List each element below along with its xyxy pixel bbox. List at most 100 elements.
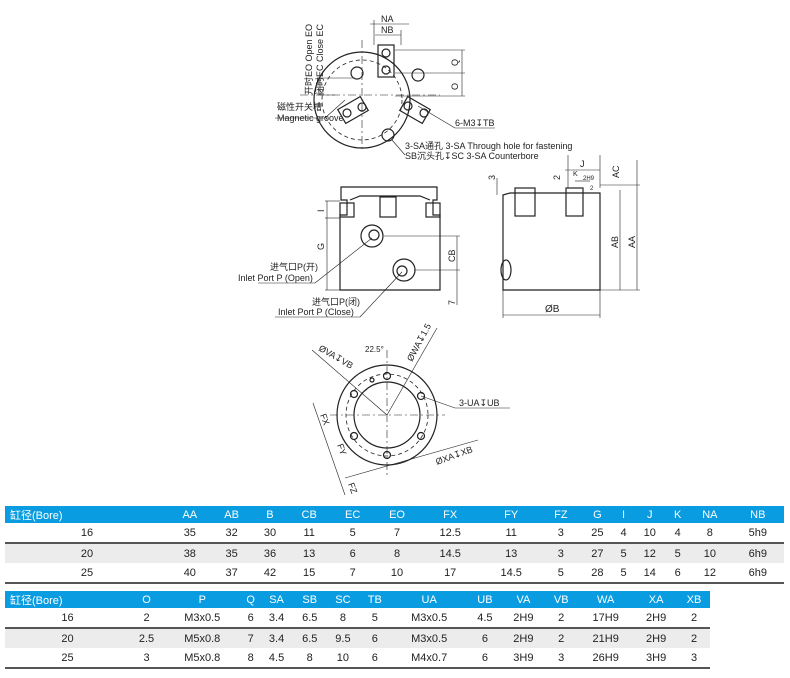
table-cell: 26H9 [577,648,635,669]
table-cell: 13 [480,543,542,563]
column-header: SB [293,591,327,608]
side-view: J K 2H9 2 2 3 AC AB AA ØB [487,155,640,318]
table-cell: 6h9 [731,543,784,563]
column-header: SA [259,591,294,608]
column-header: XA [634,591,679,608]
label-aa: AA [627,236,637,248]
table-cell: 10 [326,648,360,669]
table-cell: 35 [168,523,211,544]
table-cell: 2H9 [501,628,546,648]
column-header: FZ [541,506,580,523]
table-cell: 37 [210,563,253,584]
label-na: NA [381,14,394,24]
table-cell: 6.5 [293,628,327,648]
label-ua-ub: 3-UA↧UB [459,398,500,408]
table-cell: 5 [614,563,633,584]
table-cell: 3H9 [501,648,546,669]
table-cell: 42 [252,563,288,584]
table-cell: 4 [667,523,689,544]
label-2-top: 2 [552,175,562,180]
table-cell: 6 [667,563,689,584]
label-magnetic-en: Magnetic groove [277,113,344,123]
table-cell: 17H9 [577,608,635,629]
table-cell: 6 [468,628,502,648]
column-header: NA [688,506,732,523]
table-cell: 13 [287,543,331,563]
column-header: 缸径(Bore) [5,506,169,523]
table-cell: 2H9 [634,608,679,629]
column-header: EC [330,506,375,523]
table-cell: 10 [688,543,732,563]
table-cell: 6 [468,648,502,669]
label-angle: 22.5° [365,345,384,354]
column-header: UA [390,591,469,608]
label-close-ec: 闭时EC Close EC [314,23,325,95]
table-cell: 3 [541,543,580,563]
label-ab: AB [610,236,620,248]
column-header: P [163,591,242,608]
column-header: Q [241,591,260,608]
column-header: EO [374,506,420,523]
column-header: UB [468,591,502,608]
column-header: 缸径(Bore) [5,591,130,608]
table-cell: 5 [330,523,375,544]
table-cell: 11 [480,523,542,544]
label-fx: FX [318,412,331,426]
label-j: J [580,159,585,169]
label-magnetic-cn: 磁性开关槽 [277,101,322,112]
table-cell: 35 [210,543,253,563]
table-cell: 5 [541,563,580,584]
label-2h9: 2H9 [583,176,595,182]
column-header: AB [210,506,253,523]
column-header: WA [577,591,635,608]
table-cell: 16 [5,523,169,544]
table-cell: 8 [326,608,360,629]
table-cell: 3.4 [259,628,294,648]
front-view: I G CB 7 进气口P(开) Inlet Port P (Open) 进气口… [238,186,460,318]
label-g: G [316,243,326,250]
table-cell: 40 [168,563,211,584]
table-cell: M3x0.5 [163,608,242,629]
table-cell: 14.5 [419,543,481,563]
column-header: I [614,506,633,523]
table-cell: 25 [5,563,169,584]
table-cell: 3 [545,648,578,669]
column-header: O [129,591,164,608]
label-inlet-close-cn: 进气口P(闭) [312,296,360,307]
table-cell: 9.5 [326,628,360,648]
table-cell: 6h9 [731,563,784,584]
table-cell: M3x0.5 [390,608,469,629]
table-cell: 6 [241,608,260,629]
table-cell: 6.5 [293,608,327,629]
table-cell: 14 [632,563,668,584]
table-cell: 12 [688,563,732,584]
table-cell: 6 [359,628,391,648]
bottom-view: ØVA↧VB 22.5° ØWA↧1.5 3-UA↧UB FX FY FZ ØX… [311,322,510,495]
table-cell: M4x0.7 [390,648,469,669]
table-cell: 30 [252,523,288,544]
table-cell: 4.5 [259,648,294,669]
label-inlet-close-en: Inlet Port P (Close) [278,307,354,317]
column-header: K [667,506,689,523]
table-cell: 4 [614,523,633,544]
column-header: B [252,506,288,523]
top-view: 开时EO Open EO 闭时EC Close EC NA NB Q O 磁性开… [275,14,572,161]
table-cell: 32 [210,523,253,544]
table-cell: 8 [293,648,327,669]
table-cell: 5 [359,608,391,629]
column-header: CB [287,506,331,523]
table-cell: 8 [374,543,420,563]
table-cell: 12.5 [419,523,481,544]
table-cell: 17 [419,563,481,584]
table-cell: 25 [579,523,615,544]
table-cell: 7 [374,523,420,544]
column-header: J [632,506,668,523]
column-header: TB [359,591,391,608]
table-cell: 6 [359,648,391,669]
label-nb: NB [381,25,394,35]
